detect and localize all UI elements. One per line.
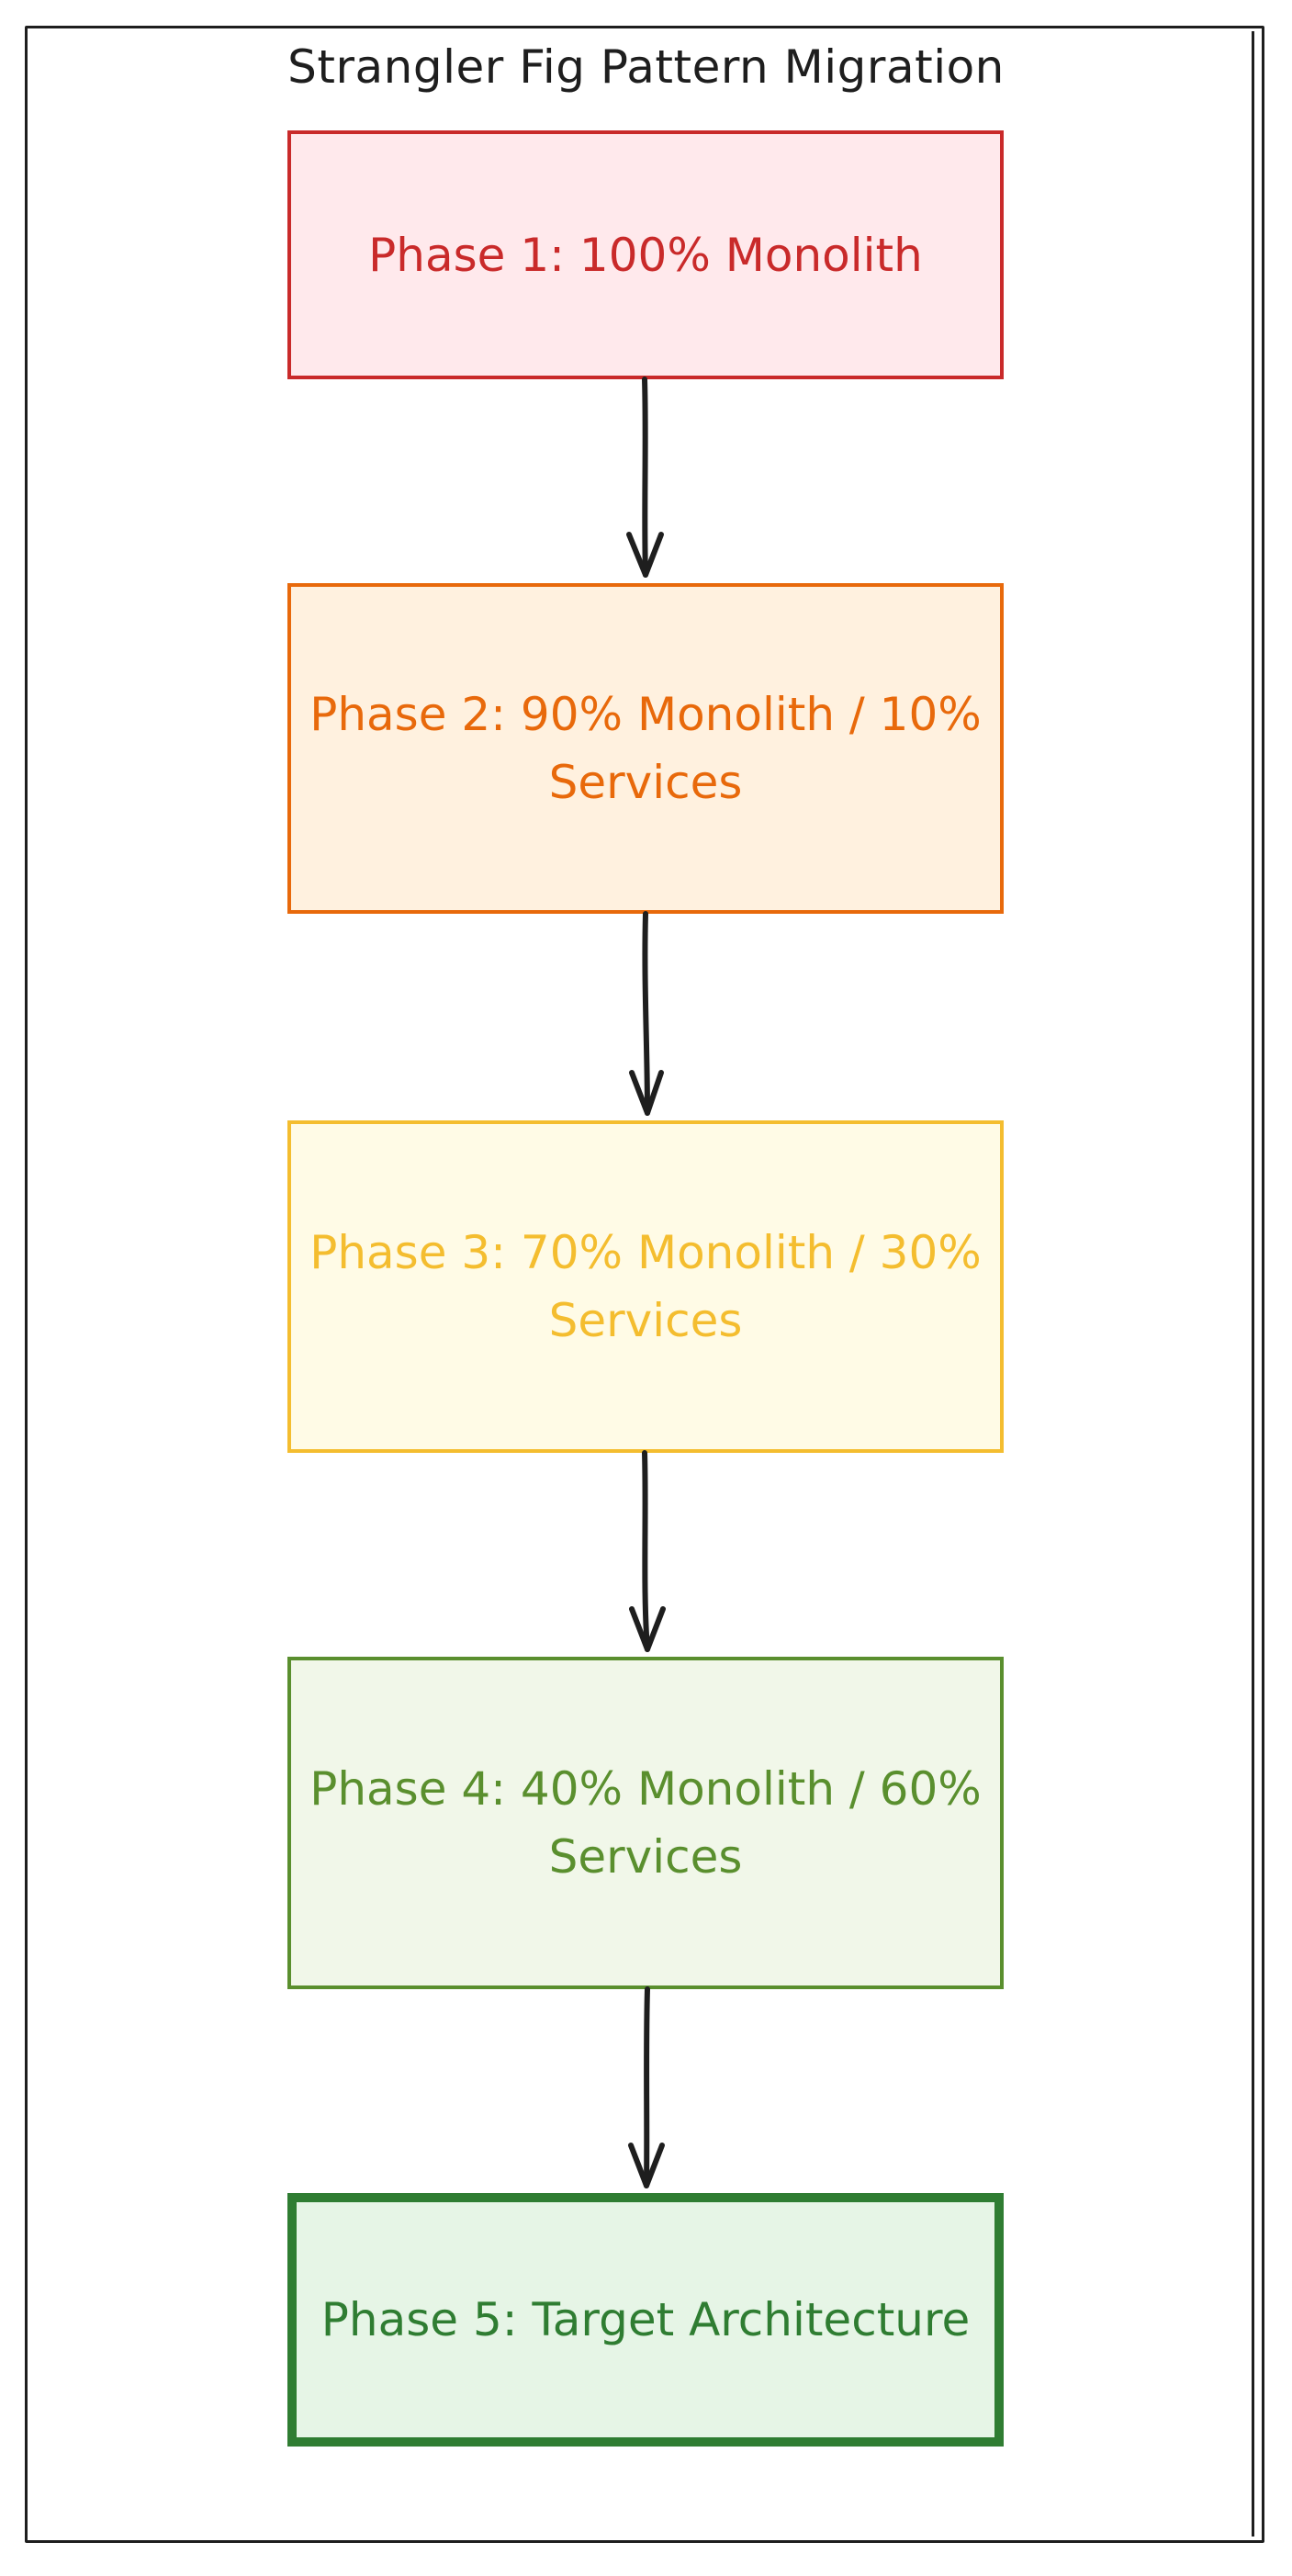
phase-4-box[interactable]: Phase 4: 40% Monolith / 60% Services (287, 1657, 1004, 1989)
phase-5-box[interactable]: Phase 5: Target Architecture (287, 2193, 1004, 2447)
phase-3-label: Phase 3: 70% Monolith / 30% Services (309, 1226, 982, 1347)
arrow-phase-4-to-5 (628, 1986, 665, 2188)
phase-3-box[interactable]: Phase 3: 70% Monolith / 30% Services (287, 1120, 1004, 1453)
diagram-frame (25, 26, 1264, 2543)
phase-5-label: Phase 5: Target Architecture (320, 2293, 971, 2346)
phase-1-label: Phase 1: 100% Monolith (368, 228, 923, 282)
frame-edge-line (1252, 31, 1254, 2537)
arrow-phase-3-to-4 (629, 1450, 666, 1652)
diagram-title: Strangler Fig Pattern Migration (287, 40, 1005, 94)
phase-2-box[interactable]: Phase 2: 90% Monolith / 10% Services (287, 583, 1004, 914)
arrow-phase-2-to-3 (629, 911, 664, 1116)
phase-2-label: Phase 2: 90% Monolith / 10% Services (309, 688, 982, 809)
phase-1-box[interactable]: Phase 1: 100% Monolith (287, 130, 1004, 379)
arrow-phase-1-to-2 (626, 377, 664, 578)
phase-4-label: Phase 4: 40% Monolith / 60% Services (309, 1762, 982, 1884)
